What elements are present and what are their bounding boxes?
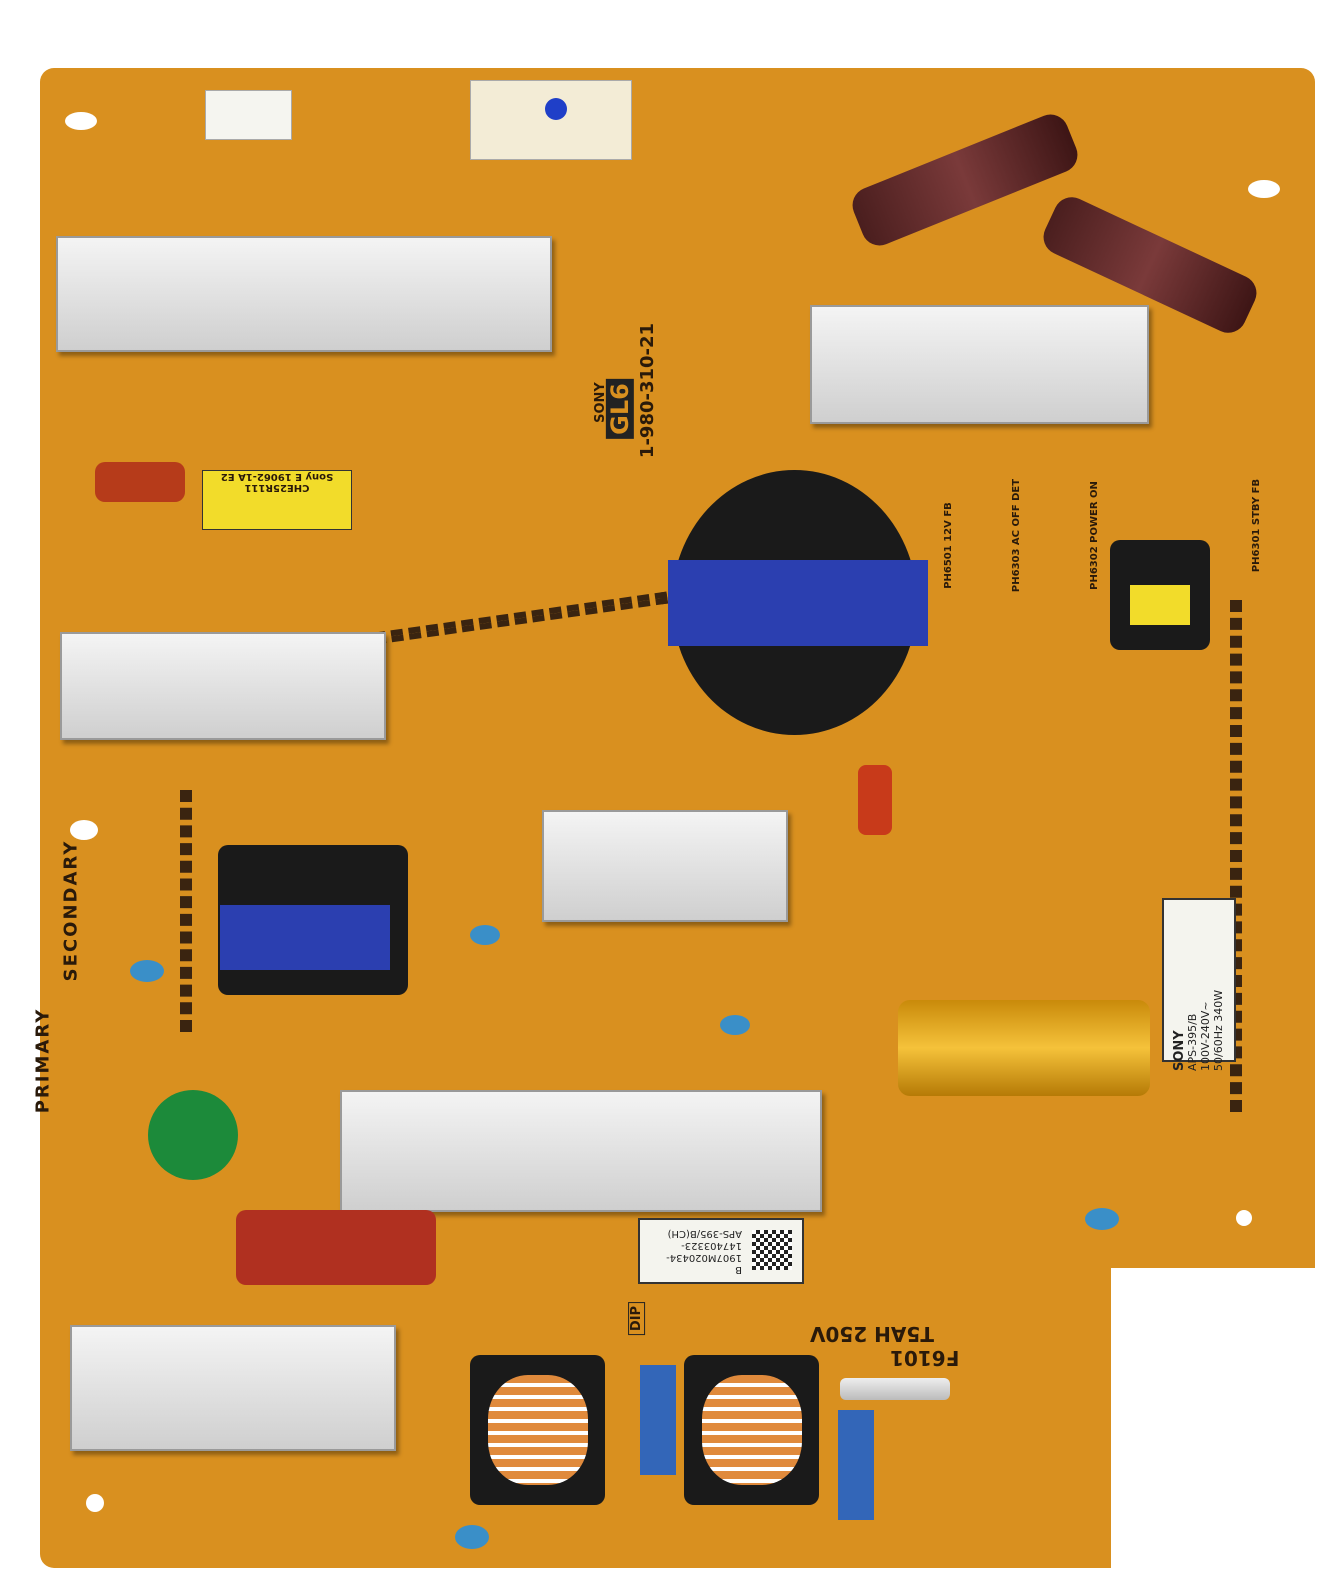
serial-label: B 1907M020434- 147403323- APS-395/B(CH) <box>638 1218 804 1284</box>
maker-mark: SONY <box>592 382 608 423</box>
transformer-label-text: CHE25R111 Sony E 19062-1A E2 <box>220 471 334 493</box>
isolation-boundary-right <box>1230 600 1242 1112</box>
rating-model: APS-395/B <box>1186 1013 1199 1071</box>
secondary-label: SECONDARY <box>60 839 82 982</box>
isolation-boundary-vertical <box>180 790 192 1032</box>
transformer-tape <box>220 905 390 970</box>
common-mode-choke <box>470 1355 605 1505</box>
rating-input: 100V-240V~ <box>1199 1001 1212 1071</box>
heatsink <box>70 1325 396 1451</box>
mounting-hole <box>86 1494 104 1512</box>
mounting-hole <box>70 820 98 840</box>
rating-brand: SONY <box>1172 1030 1187 1071</box>
ph6303-label: PH6303 AC OFF DET <box>1011 478 1023 593</box>
film-capacitor <box>858 765 892 835</box>
transformer-core <box>1130 585 1190 625</box>
y-capacitor <box>455 1525 489 1549</box>
serial-line1: 147403323- <box>681 1240 742 1251</box>
heatsink <box>810 305 1149 424</box>
serial-line3: B <box>735 1264 742 1275</box>
mounting-hole <box>65 112 97 130</box>
heatsink <box>340 1090 822 1212</box>
transformer-label: CHE25R111 Sony E 19062-1A E2 <box>202 470 352 530</box>
thermistor <box>148 1090 238 1180</box>
rating-power: 50/60Hz 340W <box>1212 989 1225 1071</box>
grade-mark: GL6 <box>605 379 634 439</box>
x-capacitor <box>640 1365 676 1475</box>
heatsink <box>56 236 552 352</box>
mounting-hole <box>1236 1210 1252 1226</box>
x-capacitor <box>838 1410 874 1520</box>
ph6501-label: PH6501 12V FB <box>942 502 954 589</box>
fuse <box>840 1378 950 1400</box>
ph6302-label: PH6302 POWER ON <box>1088 481 1100 590</box>
connector-marker <box>545 98 567 120</box>
serial-line2: 1907M020434- <box>666 1252 742 1263</box>
main-connector <box>470 80 632 160</box>
primary-label: PRIMARY <box>32 1007 54 1114</box>
part-number: 1-980-310-21 <box>637 322 659 459</box>
dip-mark: DIP <box>628 1301 646 1336</box>
transformer-tape <box>668 560 928 646</box>
y-capacitor <box>130 960 164 982</box>
line-filter <box>236 1210 436 1285</box>
datamatrix-code <box>752 1230 792 1270</box>
y-capacitor <box>1085 1208 1119 1230</box>
rating-label: SONY APS-395/B 100V-240V~ 50/60Hz 340W <box>1162 898 1236 1071</box>
mounting-hole <box>1248 180 1280 198</box>
heatsink <box>60 632 386 740</box>
y-capacitor <box>720 1015 750 1035</box>
connector <box>205 90 292 140</box>
y-capacitor <box>470 925 500 945</box>
film-capacitor <box>95 462 185 502</box>
bulk-capacitor <box>898 1000 1150 1096</box>
ph6301-label: PH6301 STBY FB <box>1251 478 1263 573</box>
serial-model: APS-395/B(CH) <box>667 1228 742 1239</box>
heatsink <box>542 810 788 922</box>
common-mode-choke <box>684 1355 819 1505</box>
fuse-ref: F6101 <box>890 1346 960 1370</box>
fuse-rating: T5AH 250V <box>810 1322 934 1346</box>
